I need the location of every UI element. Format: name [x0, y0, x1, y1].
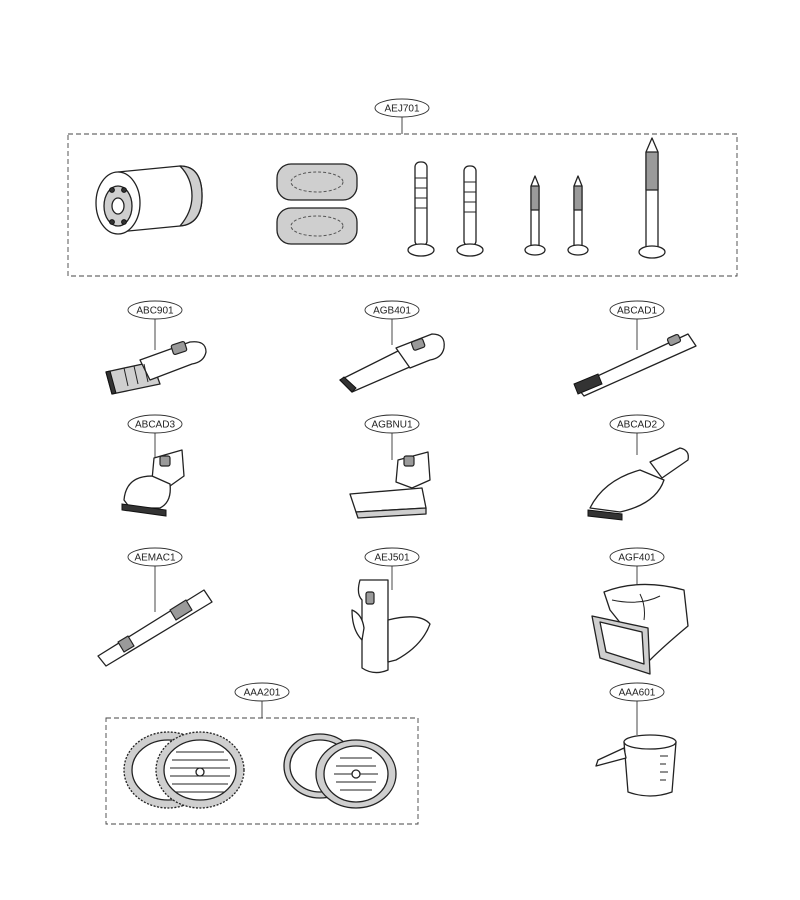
long-crevice-tool-drawing	[573, 333, 697, 397]
part-ABCAD3: ABCAD3	[121, 414, 185, 517]
part-label-oval	[609, 682, 665, 702]
adhesive-pads-drawing	[276, 163, 358, 245]
part-code-label: AAA201	[244, 688, 281, 699]
filter-bag-drawing	[591, 583, 689, 675]
extension-wand-drawing	[97, 589, 213, 667]
screws-drawing	[524, 137, 666, 259]
part-AGB401: AGB401	[339, 300, 445, 393]
part-code-label: AEJ501	[374, 553, 409, 564]
part-code-label: ABC901	[136, 306, 174, 317]
part-label-oval	[374, 98, 430, 118]
part-label-oval	[364, 414, 420, 434]
part-AGBNU1: AGBNU1	[349, 414, 431, 519]
part-AEMAC1: AEMAC1	[97, 547, 213, 667]
part-label-oval	[364, 547, 420, 567]
part-ABC901: ABC901	[105, 300, 207, 395]
part-label-oval	[364, 300, 420, 320]
part-AGF401: AGF401	[591, 547, 689, 675]
part-AEJ501: AEJ501	[351, 547, 431, 674]
part-code-label: AAA601	[619, 688, 656, 699]
wall-anchors-drawing	[407, 161, 484, 257]
part-code-label: AGF401	[618, 553, 656, 564]
part-AEJ701: AEJ701	[67, 98, 738, 277]
part-label-oval	[609, 414, 665, 434]
part-label-oval	[609, 547, 665, 567]
mop-plates-drawing	[283, 733, 397, 809]
part-code-label: AEJ701	[384, 104, 419, 115]
part-label-oval	[127, 300, 183, 320]
part-label-oval	[609, 300, 665, 320]
part-code-label: ABCAD2	[617, 420, 657, 431]
part-AAA601: AAA601	[595, 682, 677, 797]
mop-pads-drawing	[123, 731, 245, 809]
mini-motorized-brush-drawing	[105, 341, 207, 395]
part-label-oval	[234, 682, 290, 702]
part-AAA201: AAA201	[105, 682, 419, 825]
dusting-brush-angled-drawing	[587, 447, 689, 521]
part-code-label: AGBNU1	[371, 420, 413, 431]
adapter-cylinder-drawing	[95, 165, 203, 235]
part-code-label: ABCAD3	[135, 420, 175, 431]
dusting-brush-drawing	[121, 449, 185, 517]
wall-mount-drawing	[351, 579, 431, 674]
part-ABCAD1: ABCAD1	[573, 300, 697, 397]
crevice-tool-drawing	[339, 333, 445, 393]
part-label-oval	[127, 414, 183, 434]
part-label-oval	[127, 547, 183, 567]
upholstery-tool-drawing	[349, 451, 431, 519]
part-code-label: ABCAD1	[617, 306, 657, 317]
part-ABCAD2: ABCAD2	[587, 414, 689, 521]
group-box-AEJ701	[67, 133, 738, 277]
part-code-label: AGB401	[373, 306, 411, 317]
measuring-cup-drawing	[595, 734, 677, 797]
part-code-label: AEMAC1	[134, 553, 176, 564]
